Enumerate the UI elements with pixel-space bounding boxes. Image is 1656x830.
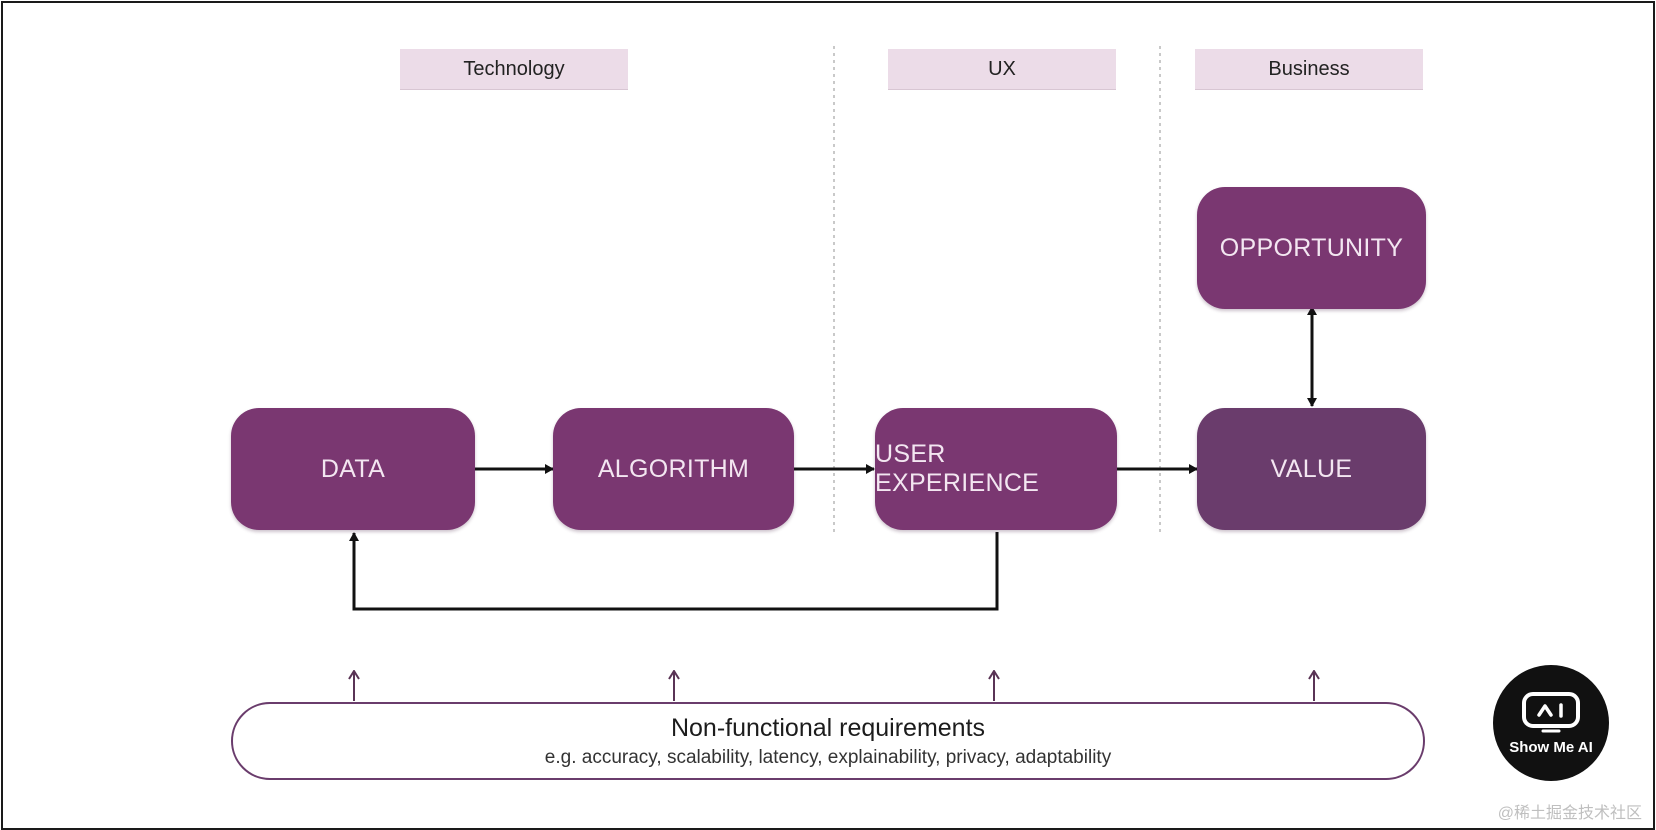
show-me-ai-badge: Show Me AI (1493, 665, 1609, 781)
nfr-box: Non-functional requirements e.g. accurac… (231, 702, 1425, 780)
nfr-subtitle: e.g. accuracy, scalability, latency, exp… (233, 747, 1423, 769)
robot-face-icon (1519, 691, 1583, 735)
node-user-experience: USER EXPERIENCE (875, 408, 1117, 530)
badge-label: Show Me AI (1509, 739, 1593, 756)
watermark: @稀土掘金技术社区 (1498, 799, 1642, 823)
node-data: DATA (231, 408, 475, 530)
node-value: VALUE (1197, 408, 1426, 530)
node-algorithm: ALGORITHM (553, 408, 794, 530)
arrow-feedback-loop (354, 532, 997, 609)
nfr-title: Non-functional requirements (233, 714, 1423, 743)
node-opportunity: OPPORTUNITY (1197, 187, 1426, 309)
